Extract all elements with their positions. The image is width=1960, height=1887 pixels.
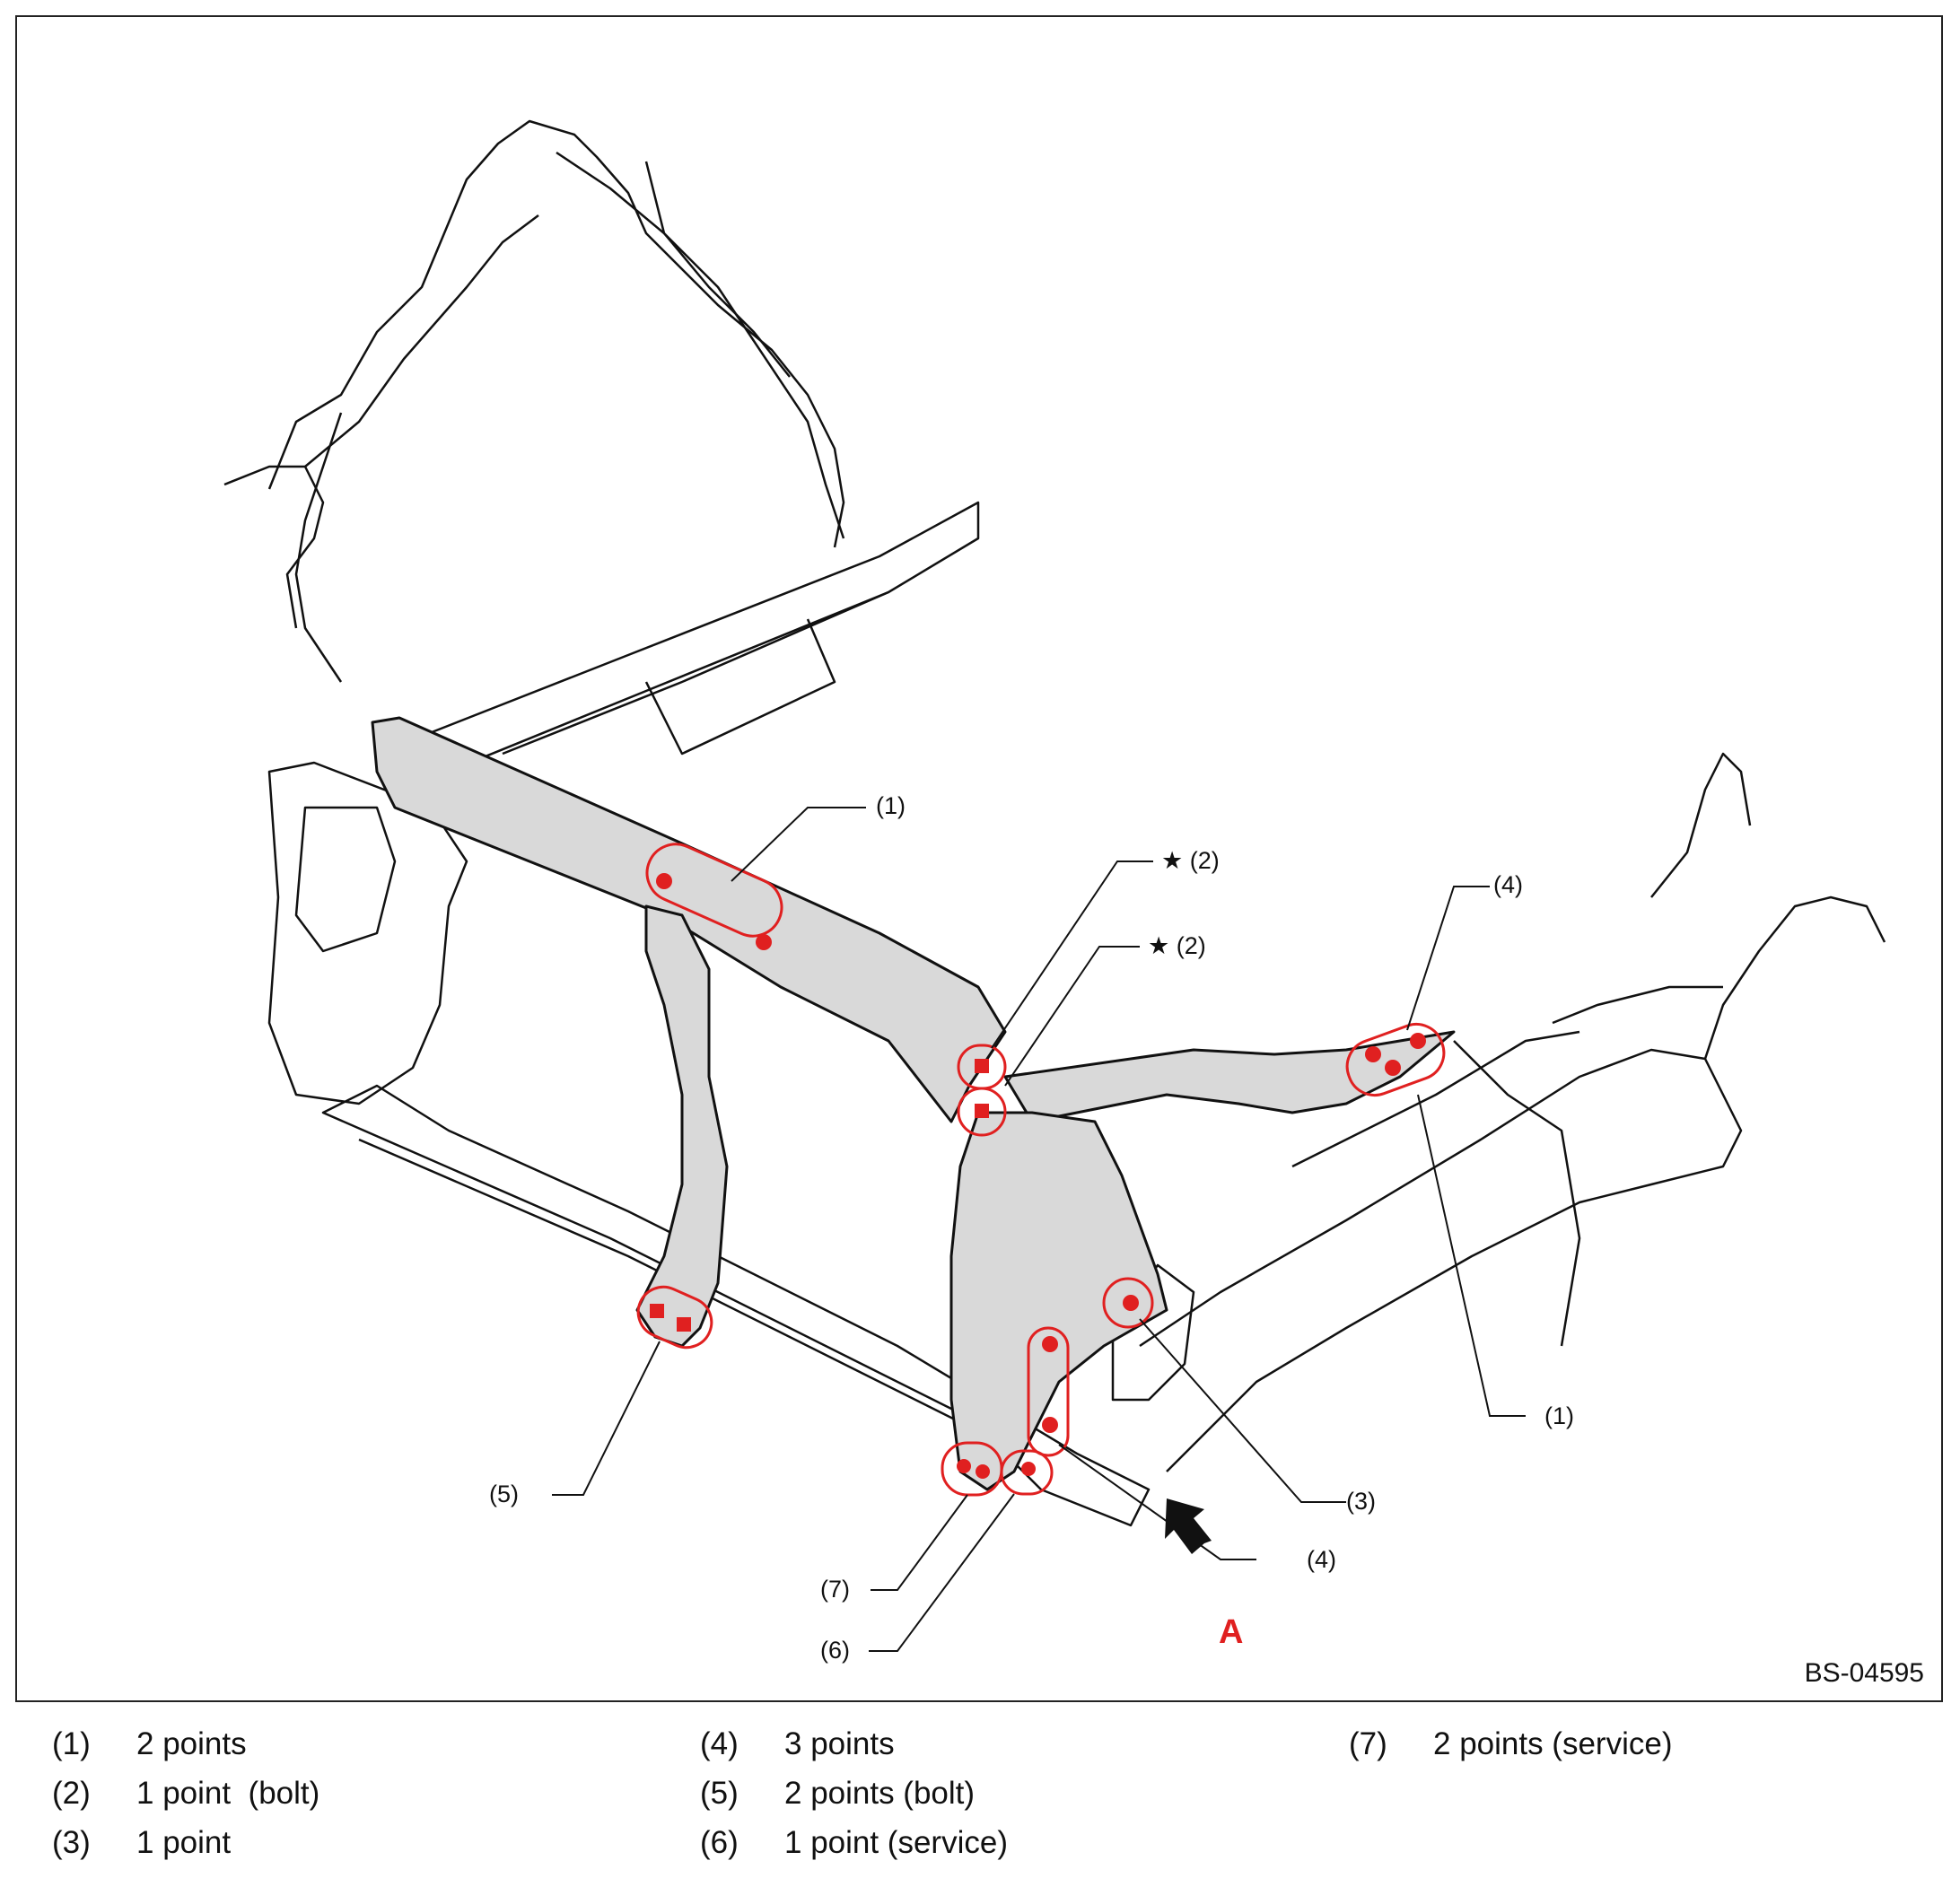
legend-item-7: (7) 2 points (service)	[1349, 1726, 1672, 1762]
callout-2-star-b: ★ (2)	[1148, 932, 1206, 959]
figure-frame	[15, 15, 1943, 1702]
legend-number: (3)	[52, 1825, 91, 1860]
callout-4-bottom: (4)	[1307, 1546, 1336, 1573]
figure-id: BS-04595	[1804, 1658, 1924, 1688]
legend-number: (4)	[700, 1726, 739, 1761]
callout-2-star-a: ★ (2)	[1161, 847, 1220, 874]
center-vertical-stay	[635, 904, 729, 1348]
legend-number: (2)	[52, 1776, 91, 1811]
legend-number: (7)	[1349, 1726, 1387, 1761]
legend-number: (5)	[700, 1776, 739, 1811]
right-vertical-post	[949, 1111, 1168, 1491]
legend-item-5: (5) 2 points (bolt)	[700, 1776, 975, 1812]
left-side-rail	[376, 501, 980, 756]
legend-item-6: (6) 1 point (service)	[700, 1825, 1008, 1861]
callout-6: (6)	[820, 1637, 850, 1664]
legend-text: 2 points	[136, 1726, 247, 1761]
legend-item-1: (1) 2 points	[52, 1726, 247, 1762]
callout-3: (3)	[1346, 1488, 1376, 1515]
legend-item-4: (4) 3 points	[700, 1726, 895, 1762]
legend-item-2: (2) 1 point (bolt)	[52, 1776, 319, 1812]
callout-1-bottom: (1)	[1544, 1402, 1574, 1429]
legend-text: 2 points (service)	[1433, 1726, 1673, 1761]
view-a-arrow	[1165, 1498, 1212, 1554]
legend-text: 1 point	[136, 1825, 232, 1860]
legend-text: 2 points (bolt)	[784, 1776, 976, 1811]
legend-number: (1)	[52, 1726, 91, 1761]
legend-text: 1 point (bolt)	[136, 1776, 320, 1811]
view-a-label: A	[1219, 1613, 1244, 1651]
callout-1-top: (1)	[876, 792, 906, 819]
legend: (1) 2 points (2) 1 point (bolt) (3) 1 point…	[0, 1705, 1960, 1884]
callout-5: (5)	[489, 1481, 519, 1507]
legend-text: 3 points	[784, 1726, 895, 1761]
left-upper-frame	[267, 119, 845, 548]
right-upper-rail	[1003, 1030, 1456, 1123]
right-side-frame	[1139, 1048, 1743, 1472]
radiator-panel-diagram	[223, 119, 1886, 1652]
callout-7: (7)	[820, 1576, 850, 1603]
legend-text: 1 point (service)	[784, 1825, 1008, 1860]
callout-4-top: (4)	[1493, 871, 1523, 898]
legend-item-3: (3) 1 point	[52, 1825, 231, 1861]
legend-number: (6)	[700, 1825, 739, 1860]
